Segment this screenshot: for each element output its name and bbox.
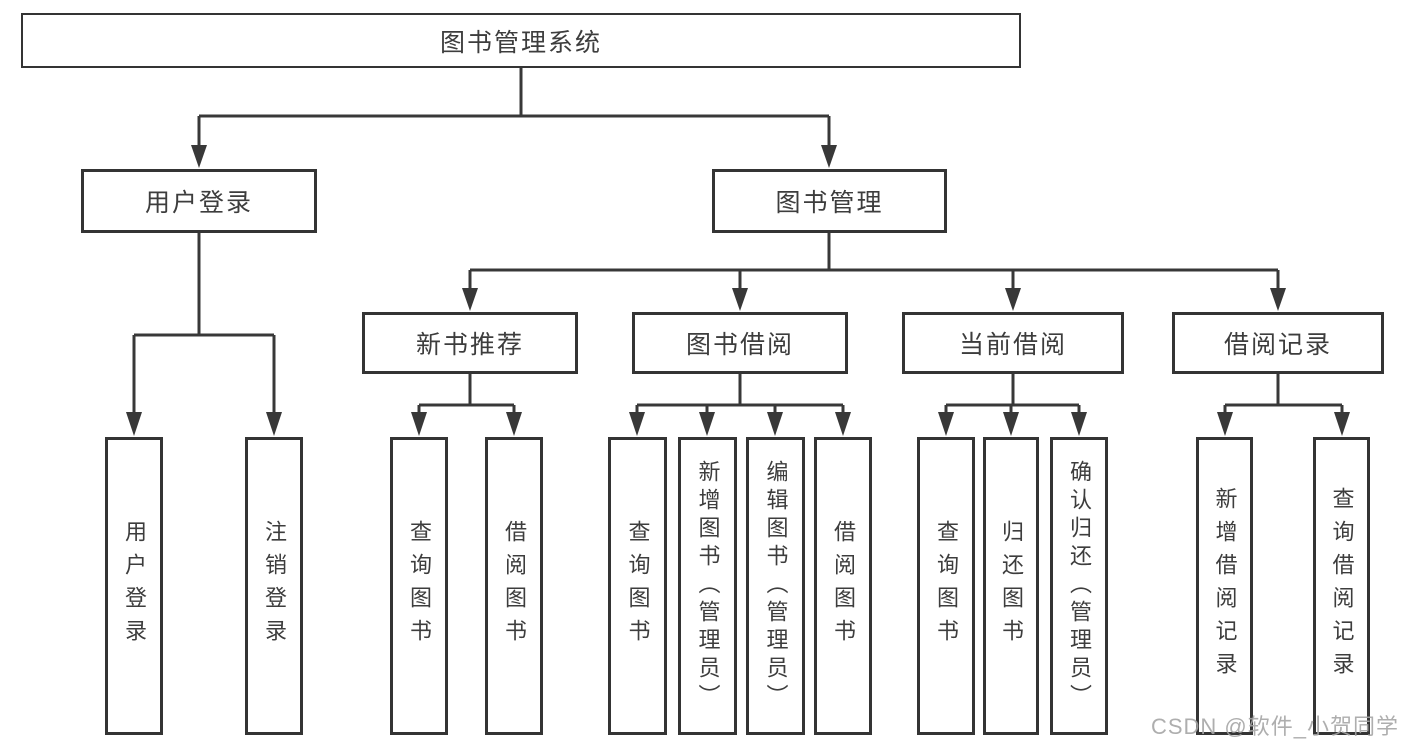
node-label: 用户登录 [122,520,147,652]
node-leaf-logout: 注销登录 [245,437,303,735]
node-label: 新增图书（管理员） [695,460,721,712]
node-label: 查询借阅记录 [1329,487,1355,685]
node-leaf-borrow-books-recommend: 借阅图书 [485,437,543,735]
node-leaf-add-books-admin: 新增图书（管理员） [678,437,737,735]
node-leaf-user-login: 用户登录 [105,437,163,735]
node-user-login: 用户登录 [81,169,317,233]
node-label: 当前借阅 [958,331,1067,359]
node-label: 确认归还（管理员） [1067,460,1092,712]
connector-book-management [468,233,1280,291]
connector-new-book [417,374,516,415]
node-label: 借阅记录 [1223,331,1332,359]
node-label: 图书借阅 [685,331,794,359]
node-leaf-query-books-current: 查询图书 [917,437,975,735]
node-label: 借阅图书 [502,520,527,652]
node-label: 图书管理系统 [439,28,602,57]
node-label: 编辑图书（管理员） [763,460,789,712]
node-leaf-edit-books-admin: 编辑图书（管理员） [746,437,805,735]
node-borrowing-records: 借阅记录 [1172,312,1384,374]
node-label: 归还图书 [999,520,1024,652]
connector-records [1223,374,1344,415]
node-label: 注销登录 [262,520,287,652]
node-leaf-query-borrow-record: 查询借阅记录 [1313,437,1370,735]
node-leaf-borrow-books: 借阅图书 [814,437,872,735]
node-label: 查询图书 [625,520,651,652]
node-current-borrowing: 当前借阅 [902,312,1124,374]
node-leaf-confirm-return-admin: 确认归还（管理员） [1050,437,1108,735]
node-book-borrowing: 图书借阅 [632,312,848,374]
csdn-watermark: CSDN @软件_小贺同学 [1150,714,1399,739]
arrowheads [126,145,1350,436]
connector-user-login [132,233,276,415]
node-library-management-system: 图书管理系统 [21,13,1021,68]
node-label: 查询图书 [407,520,432,652]
connector-borrowing [635,374,845,415]
node-leaf-return-books: 归还图书 [983,437,1039,735]
connector-current [944,374,1081,415]
node-book-management: 图书管理 [712,169,947,233]
node-label: 借阅图书 [831,520,856,652]
node-new-book-recommendation: 新书推荐 [362,312,578,374]
node-label: 新书推荐 [415,331,524,359]
node-leaf-query-books-borrow: 查询图书 [608,437,667,735]
node-leaf-query-books-recommend: 查询图书 [390,437,448,735]
node-leaf-add-borrow-record: 新增借阅记录 [1196,437,1253,735]
node-label: 用户登录 [144,189,253,217]
node-label: 图书管理 [775,189,884,217]
node-label: 查询图书 [934,520,959,652]
connector-root [197,68,831,148]
node-label: 新增借阅记录 [1212,487,1238,685]
